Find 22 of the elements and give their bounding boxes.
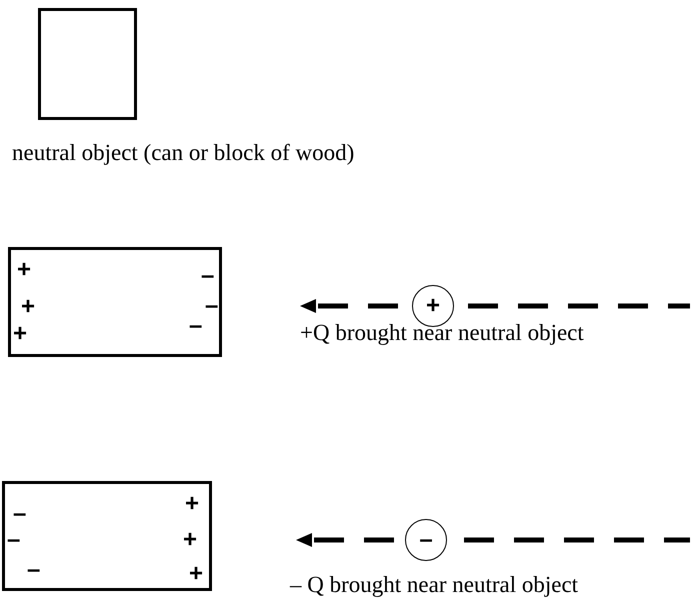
caption: +Q brought near neutral object bbox=[300, 320, 584, 346]
charge-sign: – bbox=[13, 502, 26, 526]
charge-sign: + bbox=[183, 528, 198, 552]
charge-circle bbox=[412, 285, 454, 327]
charge-sign: – bbox=[201, 264, 214, 288]
charge-sign: + bbox=[189, 562, 204, 586]
charge-sign: + bbox=[185, 492, 200, 516]
charge-sign: – bbox=[189, 314, 202, 338]
charge-sign: – bbox=[419, 528, 433, 552]
charge-sign: – bbox=[27, 558, 40, 582]
object-box bbox=[8, 247, 222, 357]
charge-sign: – bbox=[7, 528, 20, 552]
object-box bbox=[38, 8, 137, 120]
charge-sign: + bbox=[17, 258, 32, 282]
charge-circle bbox=[405, 519, 447, 561]
object-box bbox=[2, 481, 212, 591]
charge-sign: – bbox=[205, 294, 218, 318]
caption: – Q brought near neutral object bbox=[290, 572, 578, 598]
charge-sign: + bbox=[426, 294, 440, 318]
charge-sign: + bbox=[13, 322, 28, 346]
charge-sign: + bbox=[21, 295, 36, 319]
node-label: neutral object (can or block of wood) bbox=[12, 140, 354, 166]
